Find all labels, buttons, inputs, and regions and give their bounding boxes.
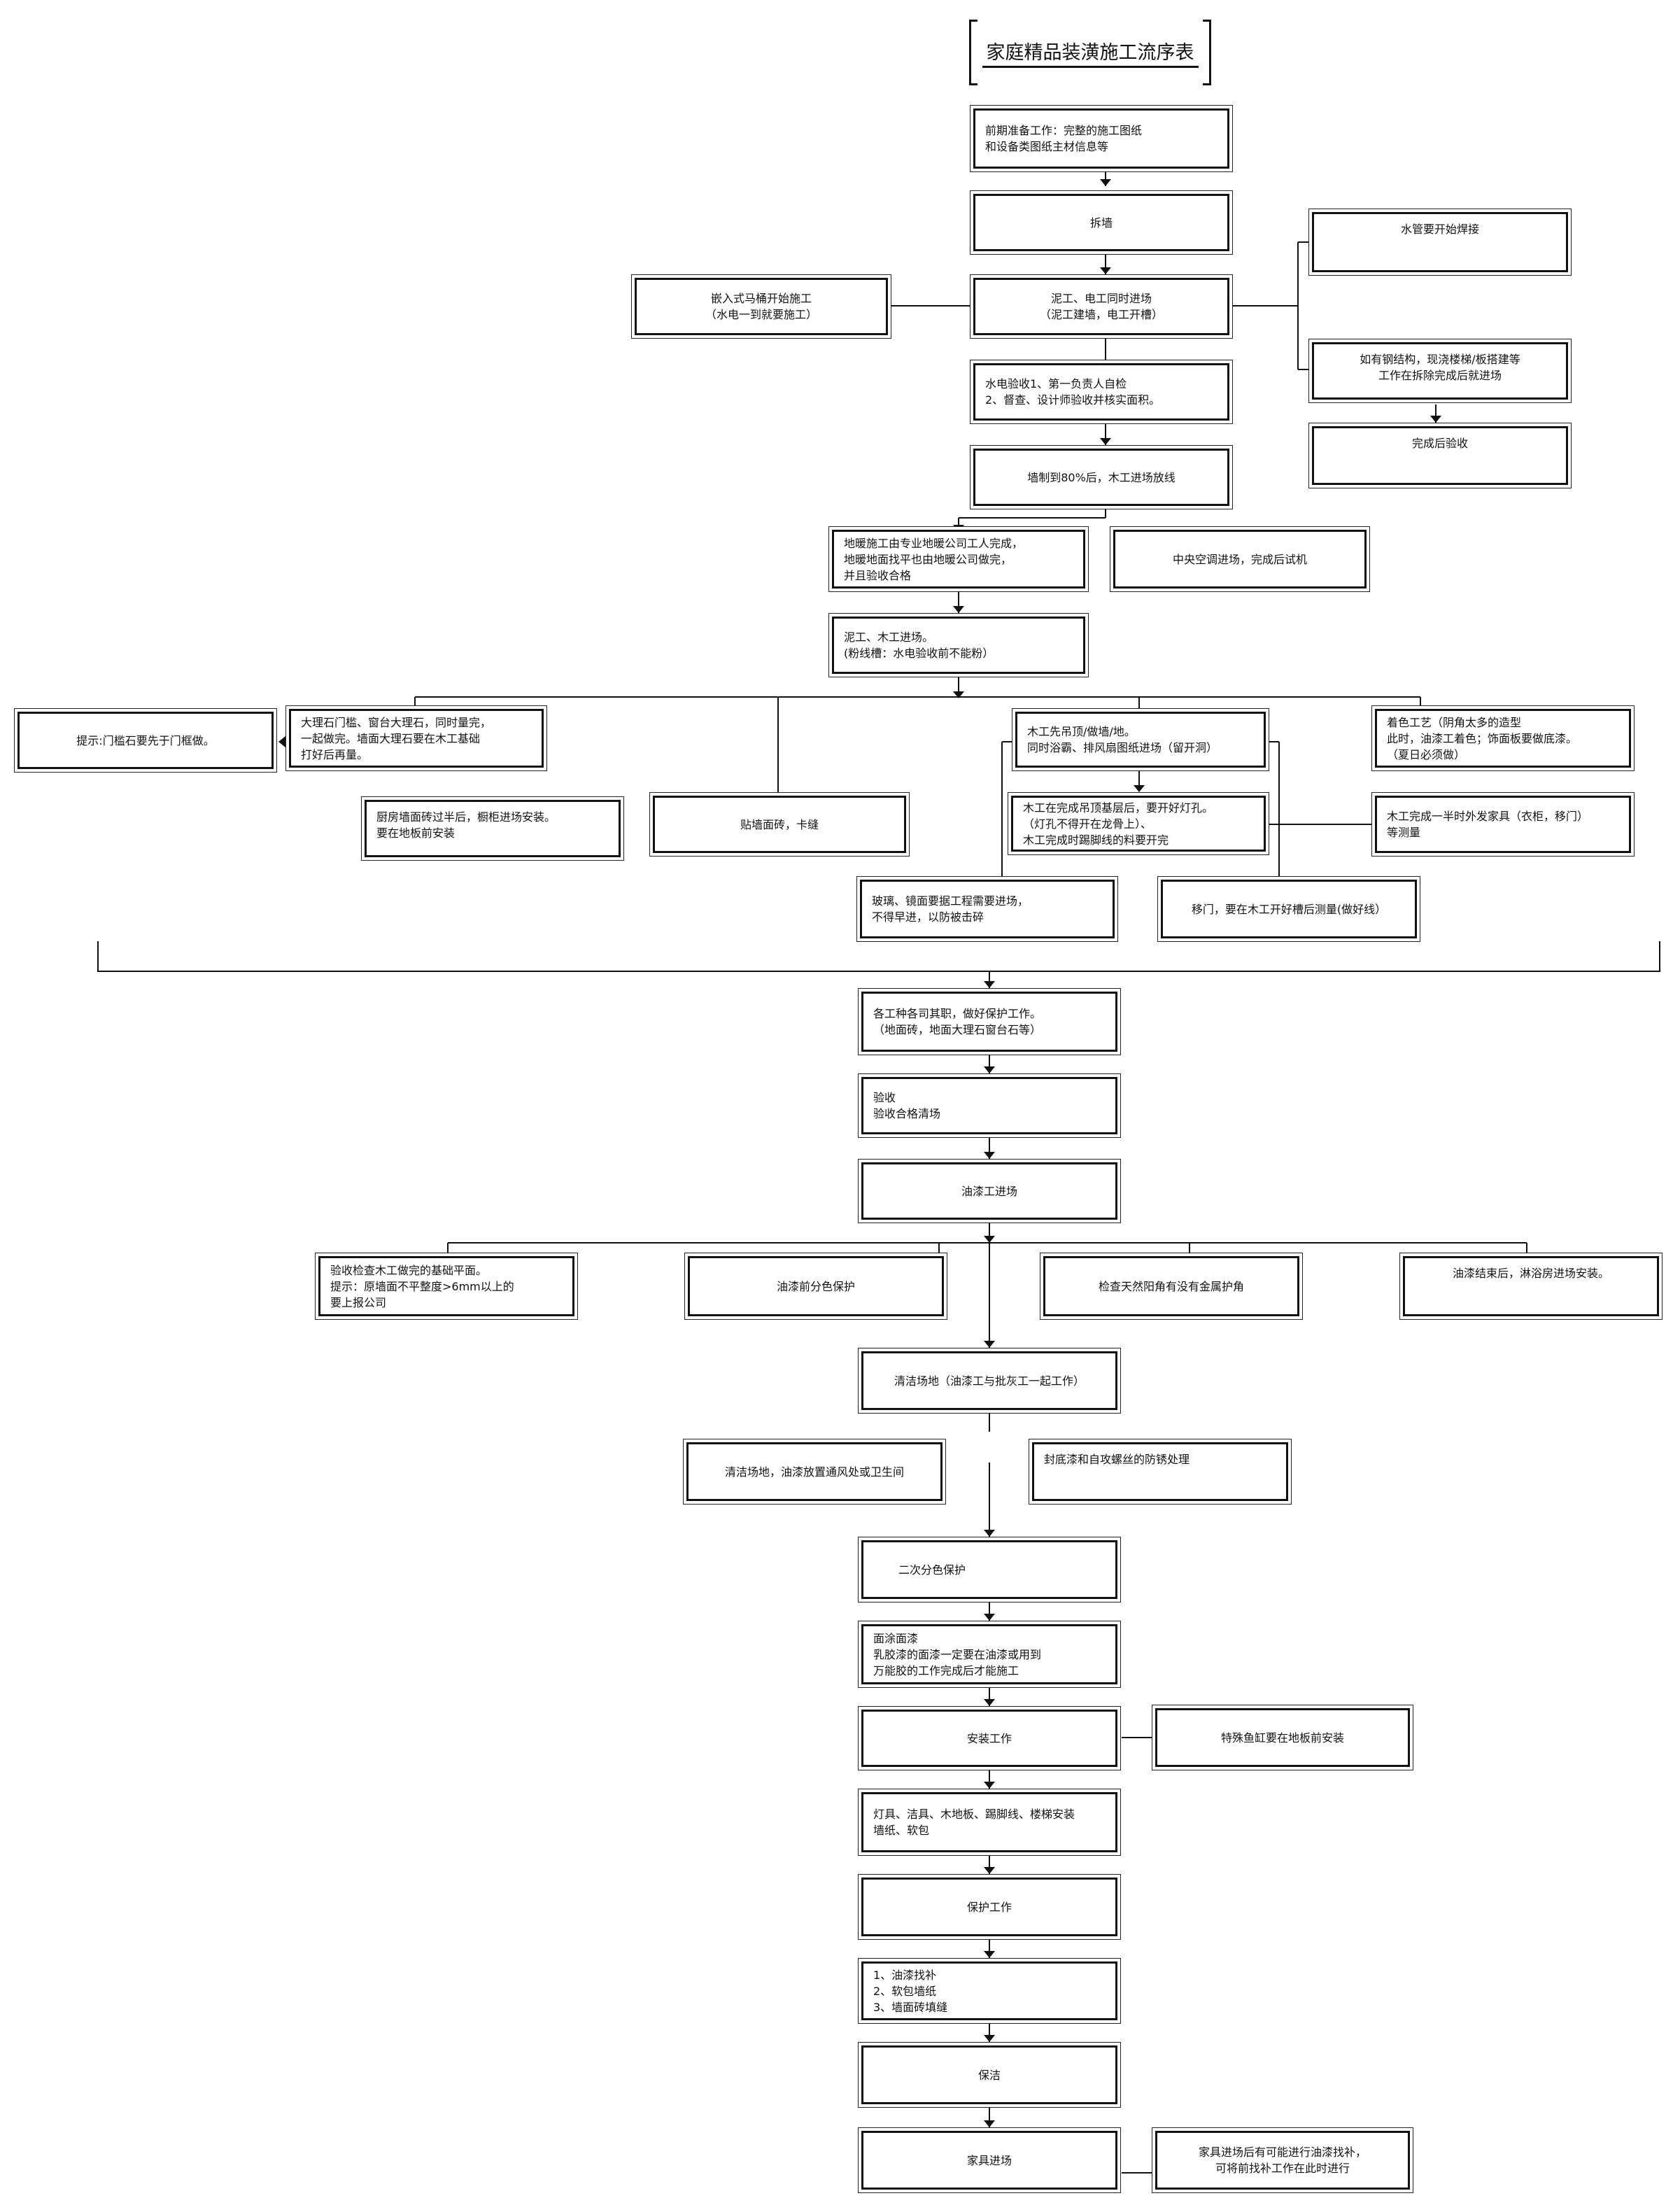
node-furniture: 家具进场 <box>858 2127 1121 2193</box>
node-bath-install: 油漆结束后，淋浴房进场安装。 <box>1399 1253 1663 1320</box>
node-sliding-door: 移门，要在木工开好槽后测量(做好线） <box>1157 876 1420 942</box>
node-steel: 如有钢结构，现浇楼梯/板搭建等 工作在拆除完成后就进场 <box>1308 339 1572 403</box>
node-floor-heating: 地暖施工由专业地暖公司工人完成， 地暖地面找平也由地暖公司做完， 并且验收合格 <box>828 526 1089 592</box>
node-prep: 前期准备工作：完整的施工图纸 和设备类图纸主材信息等 <box>970 105 1233 172</box>
node-demolish: 拆墙 <box>970 190 1233 255</box>
node-mason-carpenter: 泥工、木工进场。 (粉线槽：水电验收前不能粉） <box>828 613 1089 677</box>
node-masonry-electric: 泥工、电工同时进场 （泥工建墙，电工开槽） <box>970 274 1233 339</box>
node-light-holes: 木工在完成吊顶基层后，要开好灯孔。 （灯孔不得开在龙骨上）、 木工完成时踢脚线的… <box>1008 792 1269 855</box>
node-glass: 玻璃、镜面要据工程需要进场， 不得早进，以防被击碎 <box>856 876 1118 942</box>
node-toilet: 嵌入式马桶开始施工 （水电一到就要施工） <box>631 274 891 339</box>
title-text: 家庭精品装潢施工流序表 <box>982 37 1199 68</box>
node-central-ac: 中央空调进场，完成后试机 <box>1110 526 1370 592</box>
node-furniture-note: 家具进场后有可能进行油漆找补， 可将前找补工作在此时进行 <box>1152 2127 1413 2193</box>
node-protect2: 保护工作 <box>858 1874 1121 1940</box>
node-plaster: 墙制到80%后，木工进场放线 <box>970 445 1233 509</box>
node-carpenter-ceiling: 木工先吊顶/做墙/地。 同时浴霸、排风扇图纸进场（留开洞） <box>1012 708 1269 771</box>
node-wall-tile: 贴墙面砖，卡缝 <box>649 792 910 857</box>
node-coloring: 着色工艺（阴角太多的造型 此时，油漆工着色；饰面板要做底漆。 （夏日必须做） <box>1371 705 1635 771</box>
diagram-title: 家庭精品装潢施工流序表 <box>969 20 1211 85</box>
node-cleaning: 保洁 <box>858 2042 1121 2108</box>
node-clean2: 清洁场地，油漆放置通风处或卫生间 <box>683 1439 946 1505</box>
node-special-tank: 特殊鱼缸要在地板前安装 <box>1152 1705 1413 1770</box>
node-corner-check: 检查天然阳角有没有金属护角 <box>1040 1253 1303 1320</box>
node-water-pipe: 水管要开始焊接 <box>1308 209 1572 276</box>
node-furniture-measure: 木工完成一半时外发家具（衣柜，移门） 等测量 <box>1371 792 1635 857</box>
title-right-bracket <box>1203 20 1211 85</box>
node-marble: 大理石门槛、窗台大理石，同时量完， 一起做完。墙面大理石要在木工基础 打好后再量… <box>285 705 547 771</box>
node-topcoat: 面涂面漆 乳胶漆的面漆一定要在油漆或用到 万能胶的工作完成后才能施工 <box>858 1621 1121 1688</box>
node-threshold-tip: 提示:门槛石要先于门框做。 <box>14 708 277 773</box>
node-color-protect: 油漆前分色保护 <box>684 1253 947 1320</box>
node-wood-check: 验收检查木工做完的基础平面。 提示：原墙面不平整度>6mm以上的 要上报公司 <box>315 1253 578 1320</box>
node-kitchen: 厨房墙面砖过半后，橱柜进场安装。 要在地板前安装 <box>361 796 624 861</box>
node-second-protect: 二次分色保护 <box>858 1537 1121 1602</box>
node-touchup: 1、油漆找补 2、软包墙纸 3、墙面砖填缝 <box>858 1958 1121 2024</box>
node-water-electric-check: 水电验收1、第一负责人自检 2、督查、设计师验收并核实面积。 <box>970 360 1233 424</box>
node-inspect-after: 完成后验收 <box>1308 423 1572 488</box>
node-painter: 油漆工进场 <box>858 1159 1121 1223</box>
node-clean1: 清洁场地（油漆工与批灰工一起工作） <box>858 1348 1121 1414</box>
title-left-bracket <box>969 20 977 85</box>
node-install: 安装工作 <box>858 1706 1121 1770</box>
node-screw: 封底漆和自攻螺丝的防锈处理 <box>1029 1439 1292 1505</box>
node-acceptance: 验收 验收合格清场 <box>858 1073 1121 1138</box>
node-protect: 各工种各司其职，做好保护工作。 （地面砖，地面大理石窗台石等） <box>858 988 1121 1055</box>
node-fixtures: 灯具、洁具、木地板、踢脚线、楼梯安装 墙纸、软包 <box>858 1789 1121 1856</box>
